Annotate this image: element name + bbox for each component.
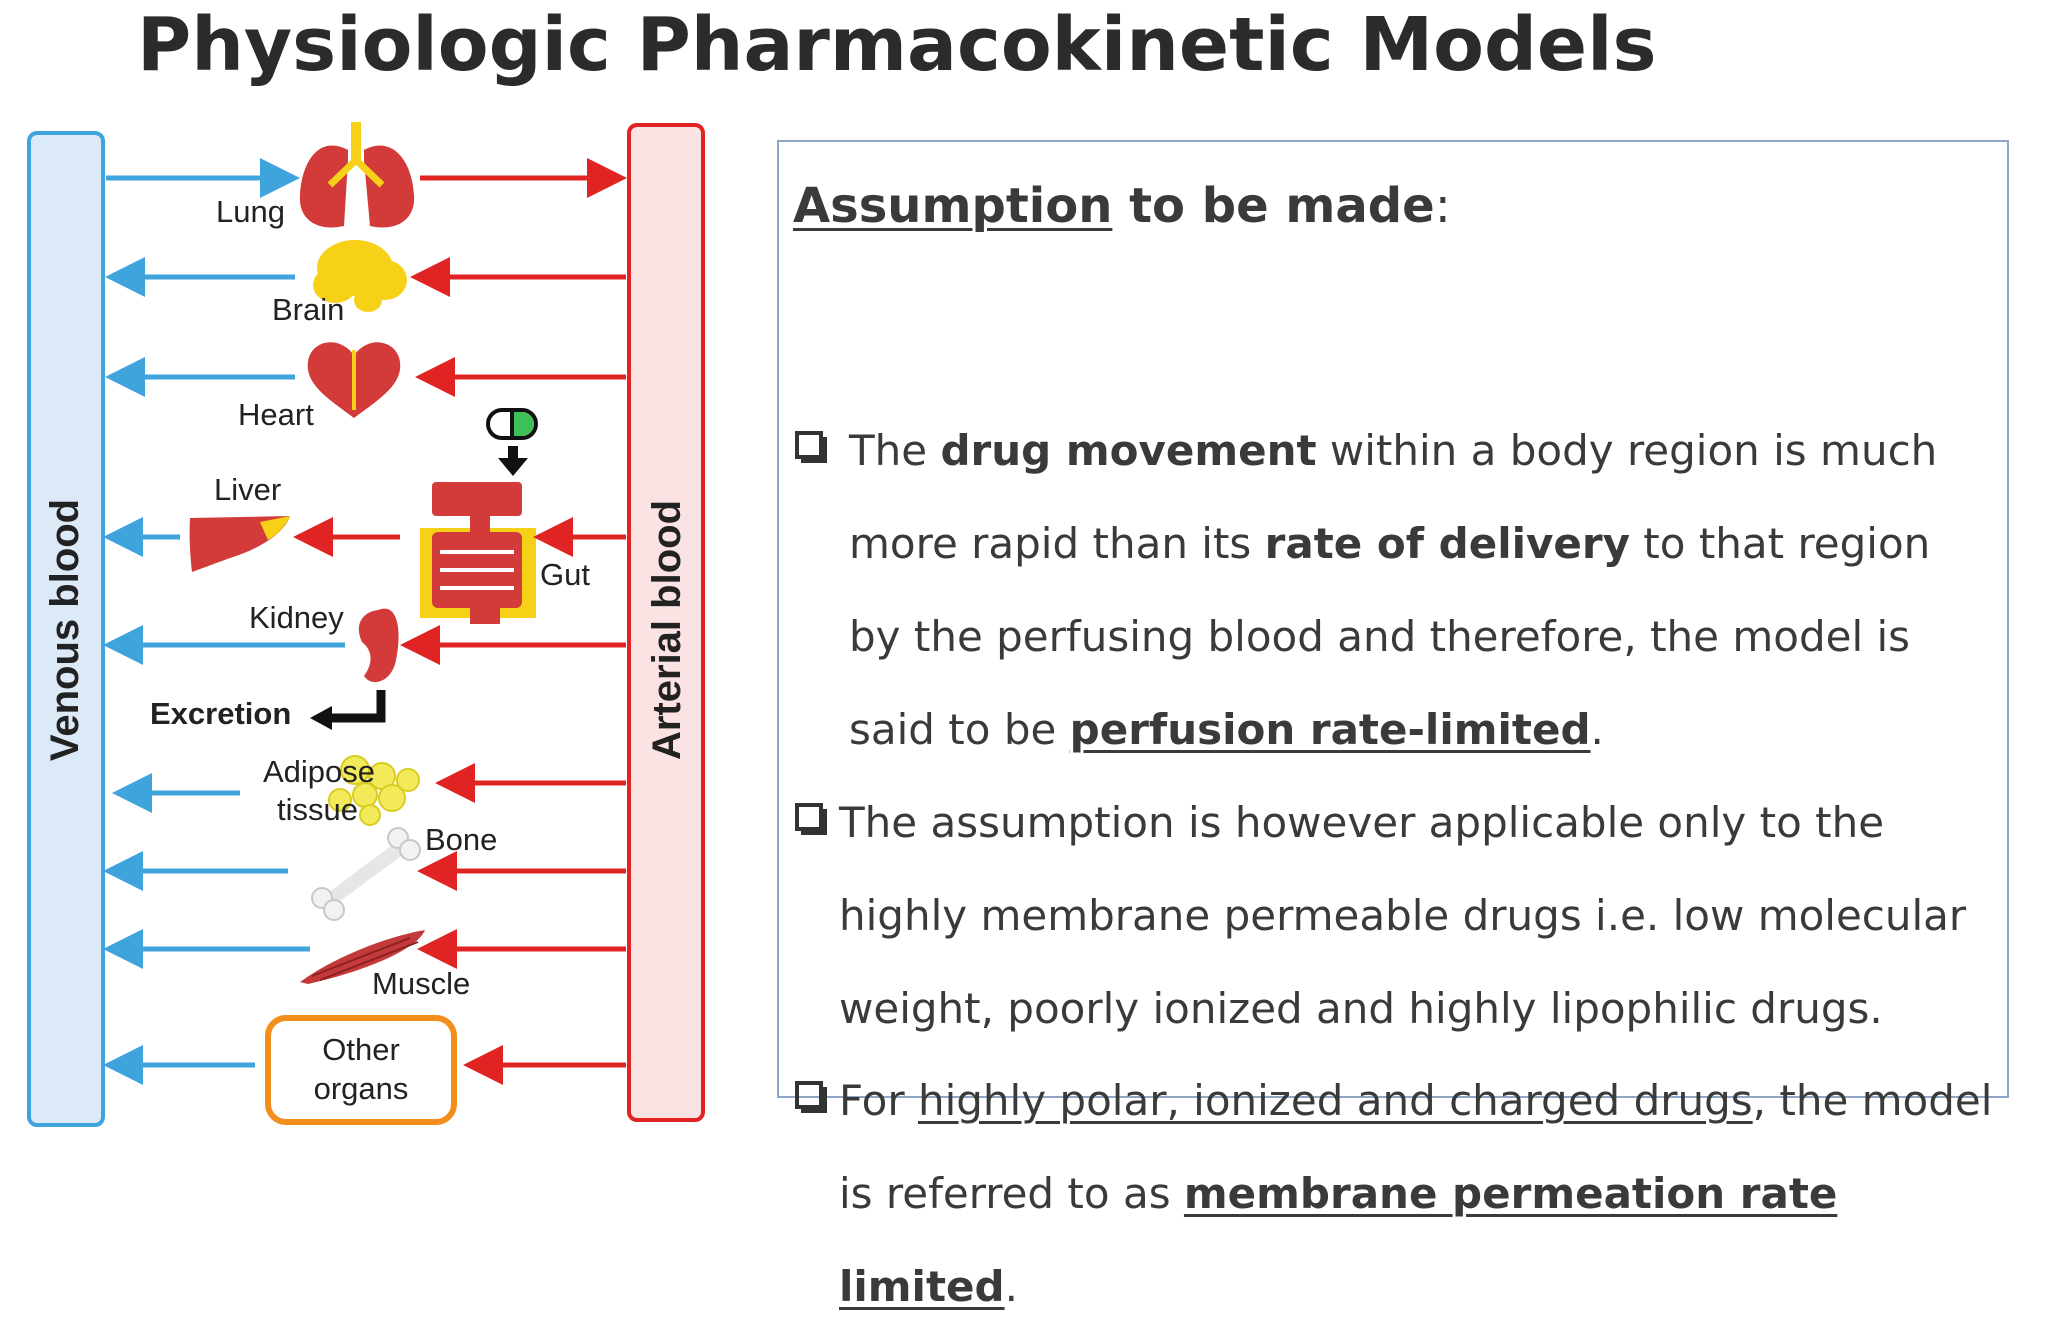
checkbox-bullet-icon <box>795 431 823 459</box>
assumptions-panel: Assumption to be made: The drug movement… <box>777 140 2009 1311</box>
assumptions-heading: Assumption to be made: <box>793 178 1451 234</box>
lung-label: Lung <box>216 194 285 229</box>
page-title: Physiologic Pharmacokinetic Models <box>137 2 1657 88</box>
other-organs-label-line1: Other <box>322 1032 400 1067</box>
excretion-arrow <box>328 690 386 723</box>
muscle-icon <box>300 930 425 984</box>
adipose-label-line2: tissue <box>277 792 358 827</box>
bullet3-text-a: For <box>839 1076 918 1125</box>
bullet1-text-a: The <box>849 426 941 475</box>
gallbladder-icon <box>260 516 290 540</box>
liver-label: Liver <box>214 472 281 507</box>
kidney-label: Kidney <box>249 600 344 635</box>
assumption-bullet-3: For highly polar, ionized and charged dr… <box>795 1054 1995 1333</box>
checkbox-bullet-icon <box>795 1081 823 1109</box>
heading-colon: : <box>1434 178 1451 234</box>
bullet1-bold-perfusion-rate-limited: perfusion rate-limited <box>1069 705 1591 754</box>
arterial-blood-label: Arterial blood <box>645 500 689 760</box>
brain-label: Brain <box>272 292 344 327</box>
heading-underlined: Assumption <box>793 178 1113 234</box>
heart-label: Heart <box>238 397 314 432</box>
bone-icon <box>311 827 421 921</box>
checkbox-bullet-icon <box>795 803 823 831</box>
pill-icon <box>486 408 538 440</box>
bullet3-text-c: . <box>1004 1262 1018 1311</box>
other-organs-label-line2: organs <box>314 1071 409 1106</box>
bullet1-text-c: to that region by the perfusing blood an… <box>849 519 1931 754</box>
brain-icon <box>313 240 407 312</box>
excretion-arrow-head <box>310 706 332 730</box>
bullet1-text-b: within a body region is much more rapid … <box>849 426 1938 568</box>
bullet2-text: The assumption is however applicable onl… <box>839 798 1967 1033</box>
kidney-icon <box>358 608 399 683</box>
adipose-label-line1: Adipose <box>263 754 375 789</box>
other-organs-box <box>265 1015 457 1125</box>
down-arrow-icon <box>498 446 528 476</box>
bone-label: Bone <box>425 822 497 857</box>
bullet1-text-d: . <box>1590 705 1604 754</box>
excretion-label: Excretion <box>150 696 291 731</box>
heart-icon <box>307 342 401 418</box>
bullet3-underlined-polar-drugs: highly polar, ionized and charged drugs <box>917 1076 1753 1125</box>
assumption-bullet-2: The assumption is however applicable onl… <box>795 776 1995 1055</box>
lung-icon <box>299 122 415 228</box>
venous-blood-label: Venous blood <box>43 499 87 761</box>
assumption-bullet-1: The drug movement within a body region i… <box>795 404 1995 776</box>
bullet1-bold-rate-of-delivery: rate of delivery <box>1264 519 1630 568</box>
muscle-label: Muscle <box>372 966 470 1001</box>
gut-icon <box>420 482 536 624</box>
bullet1-bold-drug-movement: drug movement <box>940 426 1317 475</box>
gut-label: Gut <box>540 557 590 592</box>
heading-rest: to be made <box>1112 178 1435 234</box>
arterial-blood-bar <box>627 123 705 1122</box>
pbpk-diagram: Venous blood Arterial blood Lung Brain H… <box>27 122 705 1127</box>
adipose-tissue-icon <box>328 755 420 826</box>
